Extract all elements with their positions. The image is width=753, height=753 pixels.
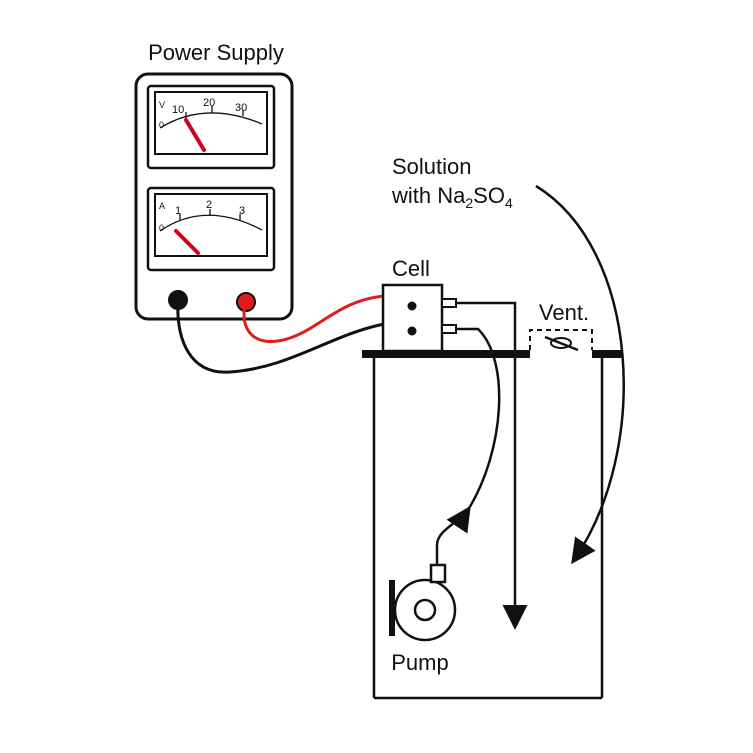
ammeter-scale-arc [159,214,263,232]
solution-label-line2: with Na2SO4 [391,183,513,211]
cell-outlet-nozzle [441,298,457,308]
vent-label: Vent. [539,300,589,325]
voltmeter-needle [184,118,206,152]
ammeter-needle [174,229,200,255]
cell-port-top [407,301,417,311]
pump-outlet [429,563,447,584]
outlet-tube [456,301,528,630]
voltmeter-tick-label: 0 [159,120,164,130]
power-supply-title: Power Supply [148,40,284,65]
ammeter-tick-label: 2 [206,199,212,211]
cell-body [381,283,444,353]
ammeter-face [154,193,268,257]
pump-feed-tube [435,505,471,570]
ammeter-tick-label: 0 [159,223,164,233]
tank [362,350,622,700]
voltmeter-scale-arc [159,112,263,129]
cell-port-bottom [407,326,417,336]
voltmeter-tick-label: 30 [235,102,247,114]
vent: Vent. [529,300,593,352]
power-supply: V 0 10 20 30 A 0 1 2 3 [134,72,294,321]
voltmeter-unit-label: V [159,100,165,110]
voltmeter-face [154,91,268,155]
ammeter-unit-label: A [159,201,165,211]
pump-label: Pump [391,650,448,675]
pump-feed-tube-upper [456,327,501,511]
cell-label: Cell [392,256,430,281]
cell: Cell [381,256,457,353]
tank-lid-left [362,350,530,358]
pump-rotor [413,598,437,622]
vent-flap [544,335,579,352]
voltmeter-tick-label: 10 [172,104,184,116]
negative-wire [176,299,385,374]
positive-wire [242,294,385,344]
pump-mount [389,580,395,636]
tank-lid-right [592,350,622,358]
cell-inlet-nozzle [441,324,457,334]
ammeter: A 0 1 2 3 [146,186,276,272]
voltmeter: V 0 10 20 30 [146,84,276,170]
solution-label-line1: Solution [392,154,472,179]
ammeter-tick-label: 1 [175,205,181,217]
vent-opening [529,329,593,350]
solution-annotation: Solution with Na2SO4 [391,154,625,565]
solution-flow-arrow [535,184,625,565]
ammeter-tick-label: 3 [239,205,245,217]
voltmeter-tick-label: 20 [203,97,215,109]
pump: Pump [389,563,457,675]
